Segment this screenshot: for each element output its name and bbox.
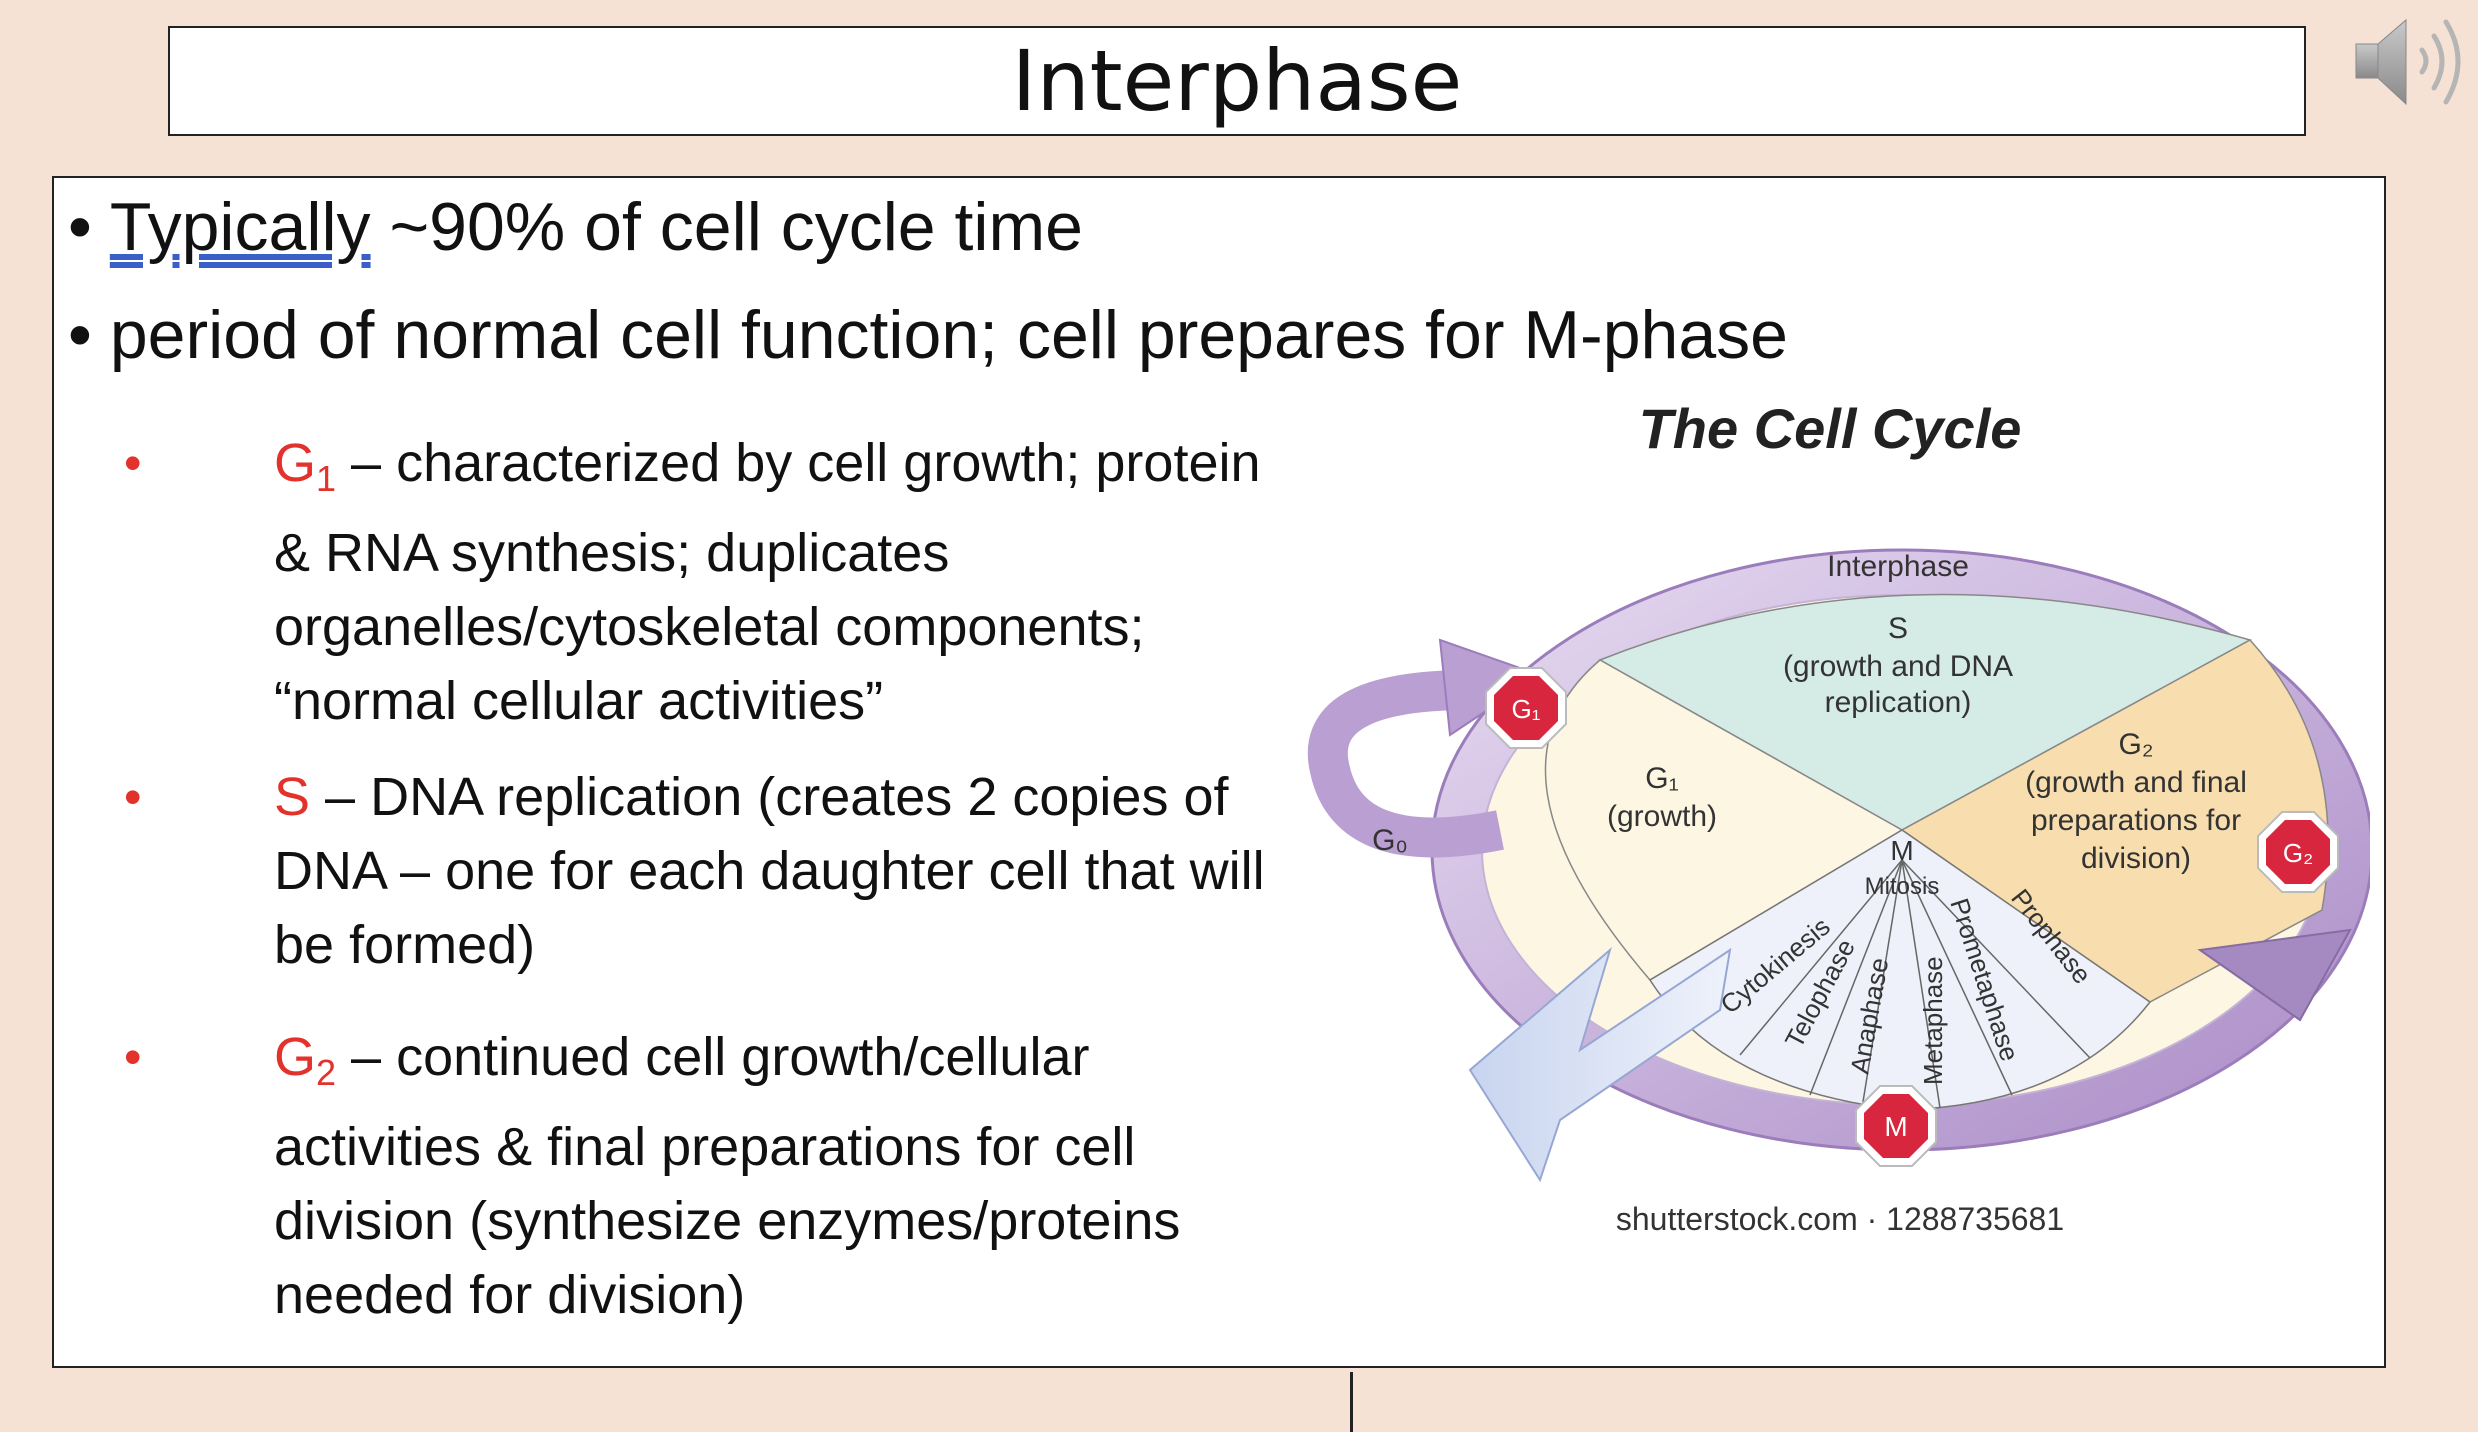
phase-item-s: • S – DNA replication (creates 2 copies … [124,767,1265,975]
s-label: S [1888,612,1908,645]
bullet-2-text: period of normal cell function; cell pre… [109,297,1788,373]
phase-label-g2: G2 [274,1027,337,1093]
g1-sector [1544,659,1904,981]
exit-arrow [1468,947,1732,1183]
checkpoint-g2-icon: G₂ [2257,811,2339,893]
g2-sector [1900,639,2329,1003]
mitosis-label: Mitosis [1865,873,1940,900]
interphase-label: Interphase [1827,550,1969,583]
checkpoint-g1-icon: G₁ [1485,667,1567,749]
checkpoint-g1-label: G₁ [1512,694,1541,724]
mitosis-dividers [1739,859,2091,1109]
g2-label: G₂ [2119,728,2154,761]
cell-cycle-diagram: The Cell Cycle Interphase S (growth and … [1307,397,2370,1237]
bullet-period: •period of normal cell function; cell pr… [68,297,1788,373]
speaker-icon[interactable] [2350,8,2470,118]
phase-label-s: S [274,767,311,827]
credit-text: shutterstock.com · 1288735681 [1616,1201,2064,1237]
g2-desc-3: division) [2081,842,2191,875]
g1-desc: (growth) [1607,800,1717,833]
bullet-typically: •Typically ~90% of cell cycle time [68,189,1083,265]
phase-item-g1: • G1 – characterized by cell growth; pro… [124,433,1261,731]
checkpoint-g2-label: G₂ [2283,838,2313,868]
text-cursor [1350,1372,1353,1432]
bullet-1-text: ~90% of cell cycle time [370,189,1083,265]
diagram-title: The Cell Cycle [1639,397,2022,460]
phase-desc-g1: – characterized by cell growth; protein … [274,433,1261,731]
s-desc-1: (growth and DNA [1783,650,2013,683]
g0-label: G₀ [1372,824,1408,857]
phase-label-g1: G1 [274,433,337,499]
g0-loop [1307,670,1504,858]
g2-desc-2: preparations for [2031,804,2241,837]
phase-desc-s: – DNA replication (creates 2 copies of D… [274,767,1265,975]
slide-title: Interphase [1011,32,1463,130]
phase-desc-g2: – continued cell growth/cellular activit… [274,1027,1181,1325]
phase-item-g2: • G2 – continued cell growth/cellular ac… [124,1027,1181,1325]
s-desc-2: replication) [1825,686,1972,719]
stage-metaphase: Metaphase [1918,956,1948,1085]
g2-desc-1: (growth and final [2025,766,2247,799]
g1-label: G₁ [1645,762,1678,795]
typically-word: Typically [109,189,371,265]
s-sector [1598,593,2252,831]
title-box: Interphase [168,26,2306,136]
checkpoint-m-icon: M [1855,1085,1937,1167]
checkpoint-m-label: M [1884,1111,1907,1142]
g2-arrowhead [2197,928,2352,1022]
m-label: M [1890,835,1913,866]
